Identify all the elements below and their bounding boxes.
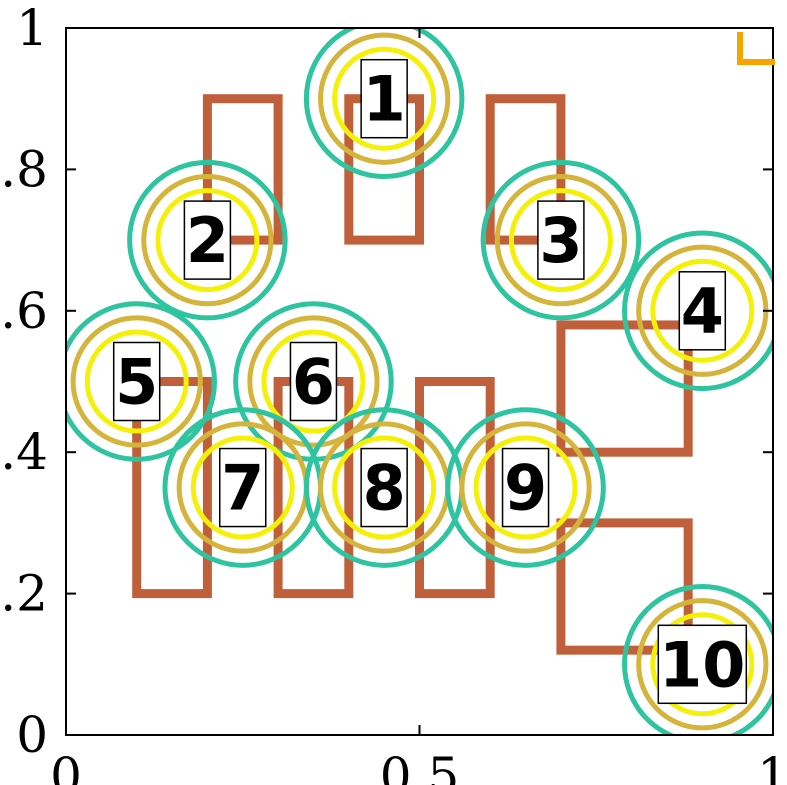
coverage-ring-middle-node-10 <box>636 598 769 731</box>
obstacle-3 <box>485 94 566 245</box>
node-8: 8 <box>360 447 408 528</box>
coverage-ring-inner-node-4 <box>650 258 755 363</box>
y-tick-label: .8 <box>0 140 48 198</box>
coverage-ring-inner-node-2 <box>155 188 260 293</box>
node-label-text: 9 <box>504 452 547 525</box>
x-tick-label: 0 <box>50 747 82 785</box>
obstacle-7 <box>415 377 495 599</box>
node-label-text: 7 <box>221 452 264 525</box>
node-label-layer: 1 2 3 4 5 67 8 9 10 <box>112 58 748 705</box>
coverage-ring-outer-node-4 <box>622 230 773 392</box>
coverage-ring-outer-node-5 <box>66 301 217 462</box>
obstacle-1 <box>202 94 283 245</box>
node-label-box <box>289 341 338 422</box>
x-tick-label: 1 <box>757 747 787 785</box>
y-tick-label: 0 <box>16 706 48 764</box>
coverage-ring-inner-node-1 <box>332 46 437 151</box>
node-10: 10 <box>657 624 748 705</box>
y-tick-label: 1 <box>16 0 48 57</box>
coverage-ring-outer-node-9 <box>445 407 606 568</box>
coverage-ring-middle-node-1 <box>318 32 451 165</box>
node-label-text: 10 <box>659 628 745 701</box>
coverage-ring-middle-node-9 <box>459 421 592 554</box>
node-label-box <box>678 271 727 351</box>
node-label-box <box>360 447 408 528</box>
node-2: 2 <box>183 200 232 280</box>
coverage-ring-outer-node-2 <box>127 159 288 321</box>
coverage-ring-inner-node-8 <box>332 435 437 540</box>
node-label-box <box>657 624 748 705</box>
y-tick-label: .4 <box>0 423 48 481</box>
coverage-ring-outer-node-3 <box>480 159 642 321</box>
node-label-box <box>219 447 267 528</box>
coverage-ring-inner-node-3 <box>508 188 613 293</box>
node-6: 6 <box>289 341 338 422</box>
node-label-box <box>112 341 161 422</box>
y-tick-label: .2 <box>0 565 48 623</box>
node-label-text: 8 <box>363 452 406 525</box>
node-label-text: 5 <box>115 346 158 419</box>
node-label-box <box>537 200 585 280</box>
node-label-text: 1 <box>363 63 406 136</box>
node-label-box <box>183 200 232 280</box>
node-7: 7 <box>219 447 267 528</box>
node-label-text: 6 <box>292 346 335 419</box>
coverage-ring-outer-node-10 <box>622 584 773 735</box>
corner-marker <box>737 32 775 65</box>
node-label-box <box>501 447 550 528</box>
coverage-ring-inner-node-7 <box>190 435 295 540</box>
x-tick-label: 0.5 <box>380 747 460 785</box>
y-tick-label: .6 <box>0 282 48 340</box>
node-9: 9 <box>501 447 550 528</box>
coverage-ring-middle-node-6 <box>247 315 380 448</box>
node-3: 3 <box>537 200 585 280</box>
node-label-box <box>360 58 408 139</box>
node-label-text: 4 <box>681 275 724 348</box>
obstacle-5 <box>132 377 212 599</box>
coverage-ring-middle-node-5 <box>70 315 203 448</box>
coverage-ring-middle-node-3 <box>494 173 628 307</box>
coverage-ring-inner-node-5 <box>84 329 189 434</box>
coverage-ring-inner-node-10 <box>650 612 755 717</box>
node-1: 1 <box>360 58 408 139</box>
node-5: 5 <box>112 341 161 422</box>
coverage-ring-outer-node-1 <box>303 28 465 179</box>
node-4: 4 <box>678 271 727 351</box>
coverage-ring-layer <box>66 28 773 735</box>
node-label-text: 3 <box>539 204 582 277</box>
coverage-ring-inner-node-6 <box>261 329 366 434</box>
coverage-ring-inner-node-9 <box>473 435 578 540</box>
coverage-ring-middle-node-2 <box>141 173 274 307</box>
node-label-text: 2 <box>186 204 229 277</box>
